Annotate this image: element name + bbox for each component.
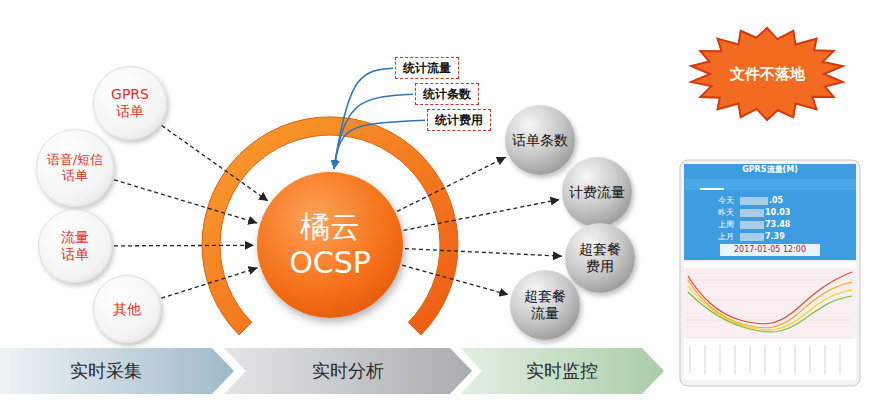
curved-arrow <box>334 68 393 169</box>
stat-box: 统计流量 <box>395 57 459 79</box>
screen-value: 7.39 <box>765 233 785 242</box>
stage-text: 实时分析 <box>312 360 384 382</box>
stage-arrow: 实时采集 <box>0 348 234 394</box>
curved-arrow <box>334 120 425 169</box>
output-sphere: 超套餐 流量 <box>510 270 580 340</box>
source-text: 语音/短信 话单 <box>45 152 105 183</box>
arrow-band-fill <box>224 348 472 394</box>
source-circle: 语音/短信 话单 <box>36 129 114 207</box>
screen-label: 上周 <box>718 221 734 230</box>
dashed-arrow <box>397 157 506 211</box>
stage-arrow: 实时监控 <box>460 348 664 394</box>
stat-text: 统计流量 <box>403 61 451 75</box>
stat-text: 统计条数 <box>423 87 471 101</box>
stat-box: 统计条数 <box>415 83 479 105</box>
output-sphere: 超套餐 费用 <box>565 223 635 293</box>
output-sphere: 计费流量 <box>562 157 632 227</box>
orange-arc <box>202 117 458 335</box>
screen-label: 昨天 <box>718 209 734 218</box>
source-text: 流量 话单 <box>55 229 95 263</box>
output-sphere: 话单条数 <box>505 105 575 175</box>
stat-box: 统计费用 <box>427 109 491 131</box>
output-text: 计费流量 <box>568 184 626 201</box>
core-text: 橘云 OCSP <box>284 209 376 281</box>
source-text: GPRS 话单 <box>105 86 155 120</box>
dashed-arrow <box>162 126 268 201</box>
arrow-band-fill <box>0 348 234 394</box>
stat-text: 统计费用 <box>435 113 483 127</box>
stage-text: 实时采集 <box>70 360 142 382</box>
output-text: 话单条数 <box>511 132 569 149</box>
starburst-text: 文件不落地 <box>730 65 805 83</box>
source-circle: GPRS 话单 <box>93 66 167 140</box>
screen-value: .05 <box>769 197 783 206</box>
stage-arrow: 实时分析 <box>224 348 472 394</box>
output-text: 超套餐 流量 <box>522 288 568 322</box>
screen-label: 今天 <box>718 197 734 206</box>
dashed-arrow <box>161 268 257 298</box>
source-circle: 流量 话单 <box>38 209 112 283</box>
dashed-arrow <box>114 180 257 223</box>
core-circle: 橘云 OCSP <box>257 172 403 318</box>
screen-date: 2017-01-05 12:00 <box>734 246 806 255</box>
dashed-arrow <box>405 249 562 257</box>
arrow-band-fill <box>460 348 664 394</box>
dashed-arrow <box>402 265 508 295</box>
curved-arrow <box>334 94 413 169</box>
screen-title: GPRS流量(M) <box>742 166 798 175</box>
screen-value: 73.48 <box>765 221 790 230</box>
dashed-arrow <box>114 245 254 247</box>
screen-value: 10.03 <box>765 209 790 218</box>
stage-text: 实时监控 <box>526 360 598 382</box>
starburst: 文件不落地 <box>688 26 846 122</box>
phone-screenshot <box>680 160 860 386</box>
starburst-fill <box>691 28 843 120</box>
source-circle: 其他 <box>93 275 161 343</box>
source-text: 其他 <box>107 301 147 318</box>
screen-label: 上月 <box>718 233 734 242</box>
dashed-arrow <box>404 199 560 230</box>
output-text: 超套餐 费用 <box>577 241 623 275</box>
